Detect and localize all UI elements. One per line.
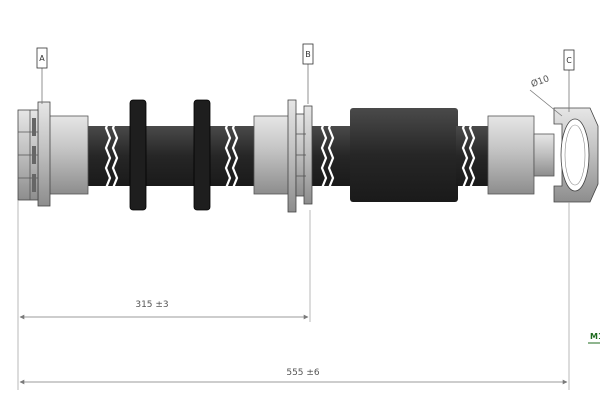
ref-a-box [36,47,48,69]
break-mark-4 [231,107,239,209]
dim-short-label: 315 ±3 [135,300,168,310]
right-neck [533,133,555,177]
break-mark-6 [327,107,335,209]
banjo-bore-inner [564,124,586,186]
clamp-ring-2 [193,99,211,211]
reference-markers: A B C Ø10 [36,43,575,117]
edge-label: M10 [590,332,600,341]
break-mark-2 [111,107,119,209]
break-mark-7 [461,107,469,209]
clamp-ring-1 [129,99,147,211]
break-mark-3 [224,107,232,209]
left-thread-slot-2 [32,146,36,164]
ref-c-box [563,49,575,71]
diameter-leader [529,89,563,117]
break-marks [104,107,476,209]
hose-segment-1 [86,126,130,186]
right-ferrule [487,115,535,195]
hose-segment-2 [146,126,194,186]
left-thread-slot-1 [32,118,36,136]
ref-b-label: B [305,50,311,59]
middle-fitting [253,99,313,213]
middle-ferrule [253,115,291,195]
diameter-label: Ø10 [530,73,551,90]
dim-long-label: 555 ±6 [286,368,320,378]
clamp-rings [129,99,211,211]
hose-sleeve [350,108,458,202]
hose-segment-3 [210,126,256,186]
middle-bracket-left [287,99,297,213]
left-fitting [17,101,89,207]
right-fitting [487,107,599,203]
dimension-lines: 315 ±3 555 ±6 [17,200,570,390]
ref-c-label: C [566,56,572,65]
break-mark-8 [468,107,476,209]
ref-b-box [302,43,314,65]
edge-label-group: M10 [588,332,600,344]
left-hex-nut [37,101,51,207]
left-ferrule [47,115,89,195]
ref-a-label: A [39,54,45,63]
left-thread-slot-3 [32,174,36,192]
break-mark-5 [320,107,328,209]
break-mark-1 [104,107,112,209]
